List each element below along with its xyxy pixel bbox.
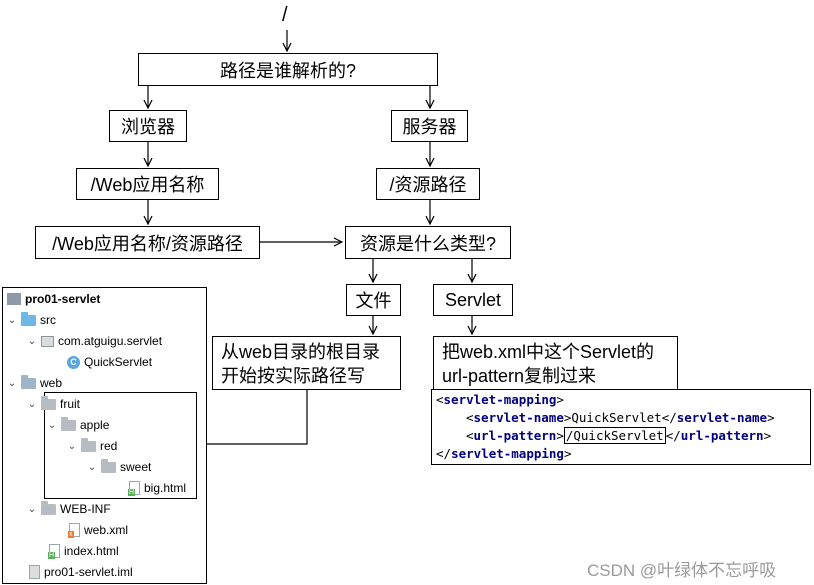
chevron-down-icon[interactable]: ⌄: [27, 398, 37, 410]
root-slash-label: /: [282, 4, 288, 26]
url-pattern-value: /QuickServlet: [563, 427, 666, 444]
tree-node-class[interactable]: C QuickServlet: [67, 352, 152, 372]
tree-label-package: com.atguigu.servlet: [58, 334, 163, 348]
chevron-down-icon[interactable]: ⌄: [7, 377, 17, 389]
tree-node-apple[interactable]: ⌄ apple: [47, 415, 109, 435]
file-explain-box: 从web目录的根目录开始按实际路径写: [212, 336, 401, 390]
file-box: 文件: [346, 284, 401, 316]
tree-node-project[interactable]: pro01-servlet: [7, 289, 100, 309]
tree-node-src[interactable]: ⌄ src: [7, 310, 56, 330]
watermark: CSDN @叶绿体不忘呼吸: [587, 561, 777, 580]
class-icon: C: [67, 355, 80, 369]
tree-node-iml[interactable]: pro01-servlet.iml: [29, 562, 133, 582]
servlet-name-close-tag: servlet-name: [676, 410, 768, 425]
folder-icon: [41, 395, 56, 410]
code-line-servlet-name: <servlet-name>QuickServlet</servlet-name…: [466, 410, 775, 425]
chevron-down-icon[interactable]: ⌄: [27, 335, 37, 347]
project-tree: pro01-servlet ⌄ src ⌄ com.atguigu.servle…: [2, 287, 207, 584]
tree-node-fruit[interactable]: ⌄ fruit: [27, 394, 80, 414]
tree-node-index-html[interactable]: index.html: [48, 541, 119, 561]
question-box: 路径是谁解析的?: [138, 53, 438, 86]
url-pattern-tag: url-pattern: [473, 428, 557, 443]
chevron-down-icon[interactable]: ⌄: [27, 503, 37, 515]
servlet-name-tag: servlet-name: [473, 410, 564, 425]
folder-icon: [61, 416, 76, 431]
html-file-icon: [48, 544, 60, 559]
xml-snippet: <servlet-mapping> <servlet-name>QuickSer…: [431, 389, 811, 465]
servlet-name-value: QuickServlet: [571, 410, 662, 425]
servlet-box: Servlet: [433, 284, 513, 316]
iml-file-icon: [29, 565, 40, 579]
chevron-down-icon[interactable]: ⌄: [87, 461, 97, 473]
tree-node-package[interactable]: ⌄ com.atguigu.servlet: [27, 331, 162, 351]
code-line-open-mapping: <servlet-mapping>: [436, 392, 564, 407]
source-folder-icon: [21, 311, 36, 326]
package-icon: [41, 335, 54, 347]
tree-label-apple: apple: [80, 418, 110, 432]
tree-label-red: red: [100, 439, 118, 453]
full-path-box: /Web应用名称/资源路径: [35, 226, 260, 259]
tree-label-fruit: fruit: [60, 397, 81, 411]
tree-node-web[interactable]: ⌄ web: [7, 373, 62, 393]
tree-node-sweet[interactable]: ⌄ sweet: [87, 457, 151, 477]
servlet-explain-box: 把web.xml中这个Servlet的url-pattern复制过来: [433, 336, 678, 390]
tree-node-web-inf[interactable]: ⌄ WEB-INF: [27, 499, 111, 519]
tree-label-web-inf: WEB-INF: [60, 502, 111, 516]
folder-icon: [41, 500, 56, 515]
tree-node-red[interactable]: ⌄ red: [67, 436, 117, 456]
tree-label-web: web: [40, 376, 63, 390]
code-line-close-mapping: </servlet-mapping>: [436, 446, 572, 461]
tree-label-big-html: big.html: [144, 481, 187, 495]
tree-label-web-xml: web.xml: [84, 523, 129, 537]
resource-path-box: /资源路径: [376, 168, 480, 200]
tree-label-src: src: [40, 313, 56, 327]
code-line-url-pattern: <url-pattern>/QuickServlet</url-pattern>: [466, 427, 772, 444]
chevron-down-icon[interactable]: ⌄: [47, 419, 57, 431]
web-app-name-box: /Web应用名称: [76, 168, 219, 200]
chevron-down-icon[interactable]: ⌄: [67, 440, 77, 452]
folder-icon: [101, 458, 116, 473]
server-box: 服务器: [391, 110, 468, 142]
module-icon: [7, 293, 21, 305]
web-folder-icon: [21, 374, 36, 389]
servlet-mapping-tag: servlet-mapping: [443, 392, 557, 407]
url-pattern-close-tag: url-pattern: [680, 428, 764, 443]
tree-node-big-html[interactable]: big.html: [128, 478, 187, 498]
servlet-mapping-close-tag: servlet-mapping: [451, 446, 564, 461]
folder-icon: [81, 437, 96, 452]
tree-label-index-html: index.html: [64, 544, 119, 558]
browser-box: 浏览器: [109, 110, 187, 142]
tree-node-web-xml[interactable]: web.xml: [68, 520, 129, 540]
xml-file-icon: [68, 523, 80, 538]
tree-label-class: QuickServlet: [84, 355, 153, 369]
html-file-icon: [128, 481, 140, 496]
fruit-highlight-frame: [44, 392, 197, 499]
chevron-down-icon[interactable]: ⌄: [7, 314, 17, 326]
tree-label-sweet: sweet: [120, 460, 152, 474]
tree-label-iml: pro01-servlet.iml: [44, 565, 133, 579]
tree-label-project: pro01-servlet: [25, 292, 101, 306]
resource-type-box: 资源是什么类型?: [345, 226, 511, 259]
